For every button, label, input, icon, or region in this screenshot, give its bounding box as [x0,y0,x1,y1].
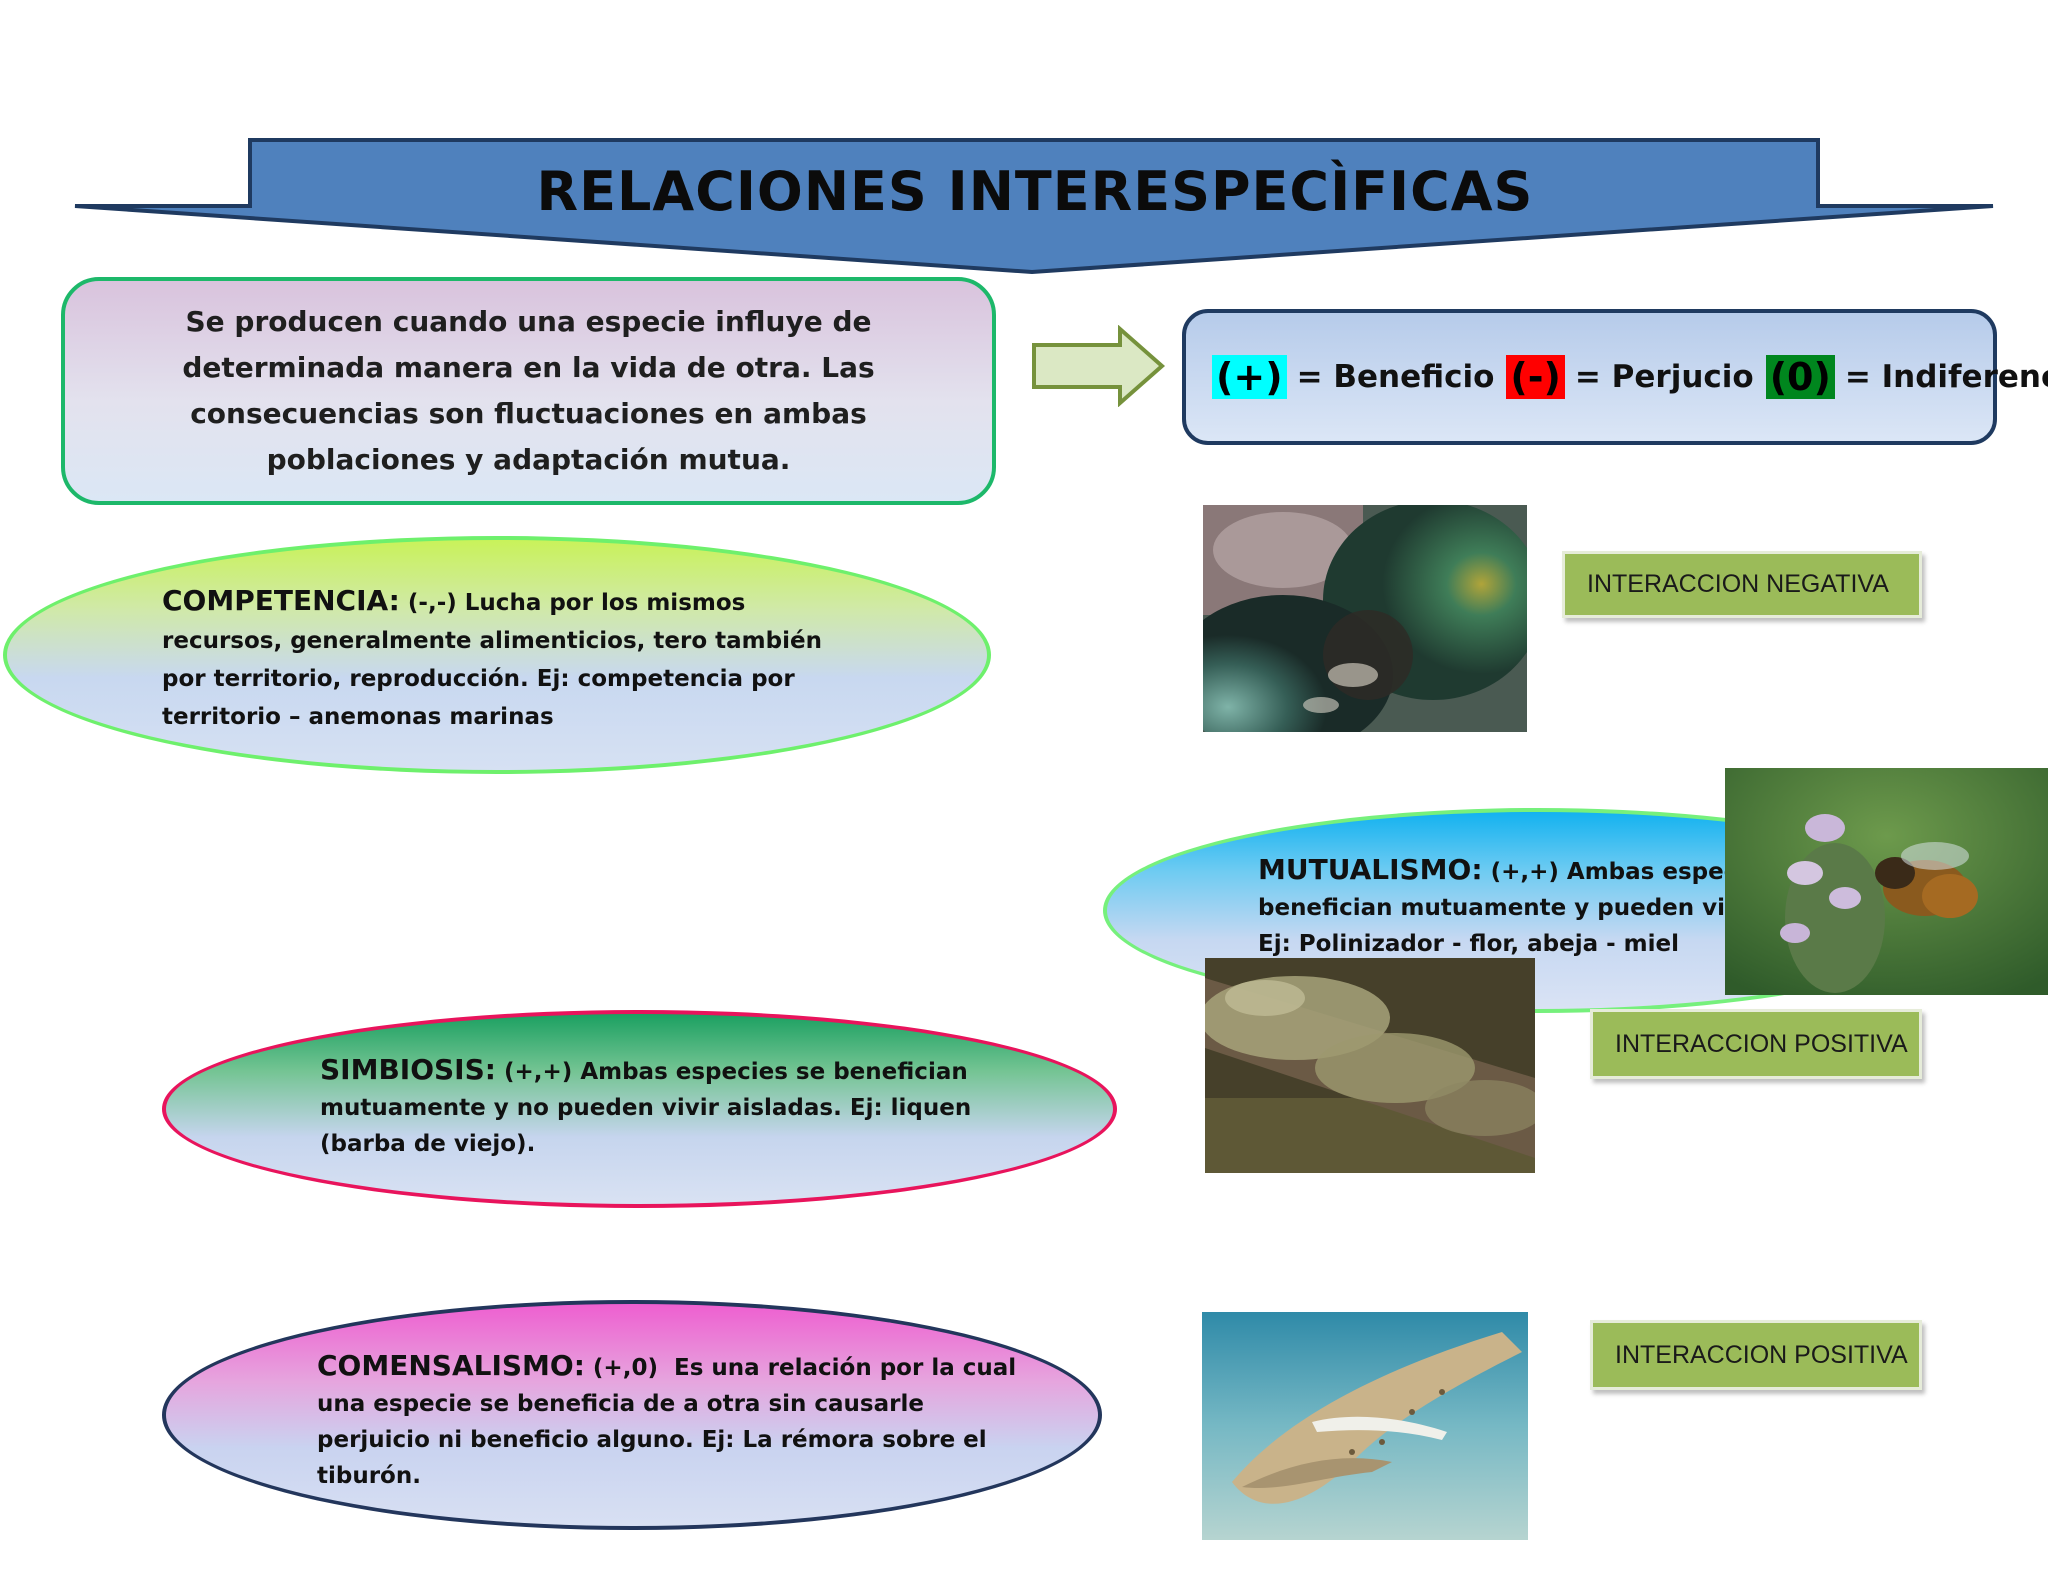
simbiosis-ellipse [162,1010,1117,1208]
comensalismo-text: COMENSALISMO: (+,0) Es una relación por … [317,1348,1037,1494]
simbiosis-sign: (+,+) [503,1059,573,1085]
legend-plus-symbol: (+) [1212,355,1287,399]
legend-minus-symbol: (-) [1506,355,1565,399]
competencia-description: Lucha por los mismos recursos, generalme… [162,590,822,730]
legend-minus-label: = Perjucio [1574,359,1754,395]
comensalismo-sign: (+,0) [592,1355,658,1381]
mutualismo-text: MUTUALISMO: (+,+) Ambas espec benefician… [1258,852,1818,962]
competencia-name: COMPETENCIA: [162,584,400,617]
anemone-photo [1203,505,1527,732]
mutualismo-line3: Ej: Polinizador - flor, abeja - miel [1258,931,1679,957]
intro-text: Se producen cuando una especie influye d… [182,305,875,476]
simbiosis-text: SIMBIOSIS: (+,+) Ambas especies se benef… [320,1052,1040,1162]
comensalismo-ellipse [162,1300,1102,1530]
page-title: RELACIONES INTERESPECÌFICAS [536,160,1534,223]
competencia-text: COMPETENCIA: (-,-) Lucha por los mismos … [162,582,862,736]
mutualismo-line2: benefician mutuamente y pueden viv [1258,895,1741,921]
mutualismo-name: MUTUALISMO: [1258,853,1483,886]
competencia-sign: (-,-) [407,590,457,616]
tag-interaccion-positiva-1: INTERACCION POSITIVA [1590,1009,1922,1079]
tag-interaccion-positiva-2: INTERACCION POSITIVA [1590,1320,1922,1390]
competencia-ellipse [3,536,991,774]
right-arrow-icon [1032,325,1166,407]
bee-flower-photo [1725,768,2048,995]
simbiosis-description: Ambas especies se benefician mutuamente … [320,1059,972,1157]
intro-box: Se producen cuando una especie influye d… [61,277,996,505]
legend-zero-symbol: (0) [1765,355,1835,399]
legend-box: (+) = Beneficio (-) = Perjucio (0) = Ind… [1182,309,2048,445]
mutualismo-sign: (+,+) [1490,859,1559,885]
shark-remora-photo [1202,1312,1528,1540]
tag-interaccion-negativa: INTERACCION NEGATIVA [1562,551,1922,618]
title-banner [74,138,1994,275]
simbiosis-name: SIMBIOSIS: [320,1053,496,1086]
comensalismo-name: COMENSALISMO: [317,1349,585,1382]
legend-plus-label: = Beneficio [1296,359,1495,395]
mutualismo-line1: Ambas espec [1566,859,1738,885]
lichen-photo [1205,958,1535,1173]
comensalismo-description: Es una relación por la cual una especie … [317,1355,1017,1489]
legend-zero-label: = Indiferencia [1844,359,2048,395]
